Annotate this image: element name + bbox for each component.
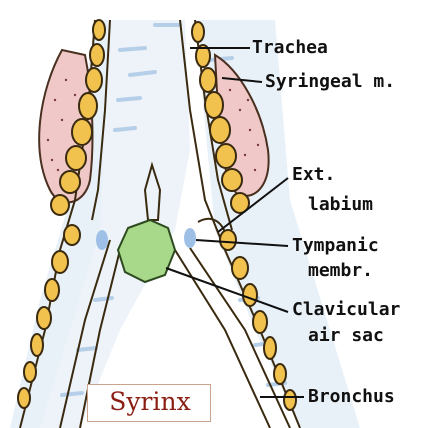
label-trachea: Trachea (252, 37, 328, 58)
label-clavicular-line1: Clavicular (292, 299, 400, 320)
diagram-title: Syrinx (88, 387, 212, 416)
tympanic-membrane-left (96, 230, 108, 250)
tympanic-membrane-right (184, 228, 196, 248)
title-box: Syrinx (87, 384, 211, 422)
label-tympanic-line2: membr. (308, 260, 373, 281)
label-bronchus: Bronchus (308, 386, 395, 407)
label-tympanic-line1: Tympanic (292, 235, 379, 256)
label-syringeal-m: Syringeal m. (265, 71, 395, 92)
label-ext-labium-line1: Ext. (292, 164, 335, 185)
clavicular-air-sac (118, 220, 175, 282)
label-clavicular-line2: air sac (308, 325, 384, 346)
label-ext-labium-line2: labium (308, 194, 373, 215)
